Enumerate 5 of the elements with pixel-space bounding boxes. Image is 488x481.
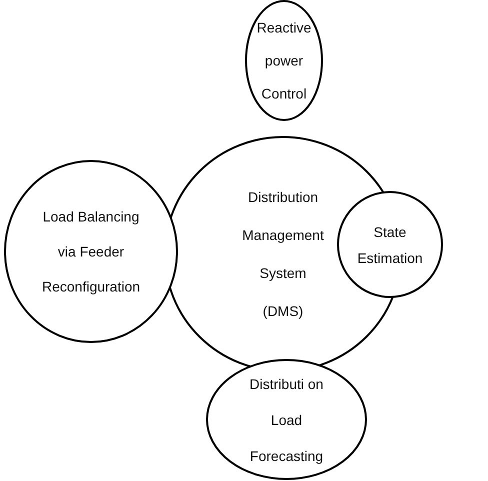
node-text: Load Balancing via Feeder Reconfiguration xyxy=(40,207,142,296)
node-text: State Estimation xyxy=(356,222,424,268)
node-text: Distribution Management System (DMS) xyxy=(241,188,325,321)
node-text: Distributi on Load Forecasting xyxy=(248,374,324,466)
node-text: Reactive power Control xyxy=(256,18,312,103)
